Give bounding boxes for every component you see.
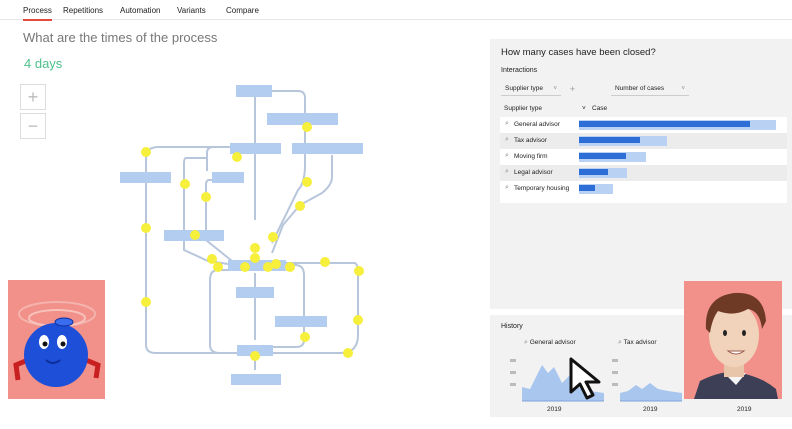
zoom-out-button[interactable]: − [20, 113, 46, 139]
cases-table: ⌕ General advisor ⌕ Tax advisor ⌕ Moving firm… [500, 117, 787, 203]
chevron-down-icon: ˅ [553, 86, 557, 92]
history-card-general-advisor[interactable]: ⌕ General advisor [524, 339, 576, 347]
zoom-in-button[interactable]: + [20, 84, 46, 110]
search-icon[interactable]: ⌕ [505, 152, 509, 159]
history-sparkline-tax [612, 359, 682, 402]
search-icon[interactable]: ⌕ [505, 168, 509, 175]
row-label: Tax advisor [514, 137, 547, 144]
tab-process[interactable]: Process [23, 6, 52, 21]
table-row[interactable]: ⌕ Legal advisor [500, 165, 787, 181]
table-row[interactable]: ⌕ Tax advisor [500, 133, 787, 149]
column-header-supplier-type[interactable]: Supplier type [504, 105, 542, 112]
flow-node[interactable] [236, 287, 274, 298]
history-card-label: Tax advisor [623, 339, 657, 346]
flow-node[interactable] [292, 143, 363, 154]
plus-icon: + [27, 87, 39, 107]
table-row[interactable]: ⌕ General advisor [500, 117, 787, 133]
bar-closed [579, 137, 641, 143]
tab-repetitions[interactable]: Repetitions [63, 6, 104, 15]
flow-node[interactable] [236, 85, 272, 97]
question-title: What are the times of the process [23, 30, 218, 45]
bar-closed [579, 185, 596, 191]
supplier-type-filter[interactable]: Supplier type ˅ + [501, 82, 575, 96]
minus-icon: − [27, 116, 39, 136]
history-card-tax-advisor[interactable]: ⌕ Tax advisor [618, 339, 657, 347]
tab-bar: Process Repetitions Automation Variants … [0, 0, 792, 21]
history-year: 2019 [547, 406, 562, 413]
flow-node[interactable] [212, 172, 244, 183]
sort-icon[interactable]: ˅ [582, 105, 586, 112]
plus-icon[interactable]: + [569, 84, 575, 94]
flow-node[interactable] [231, 374, 281, 385]
process-flow-diagram[interactable] [100, 75, 375, 390]
flow-dots [141, 122, 364, 361]
flow-nodes [120, 85, 363, 385]
search-icon[interactable]: ⌕ [505, 136, 509, 143]
search-icon: ⌕ [618, 339, 622, 346]
history-year: 2019 [643, 406, 658, 413]
flow-node[interactable] [120, 172, 171, 183]
column-header-case[interactable]: Case [592, 105, 608, 112]
robot-avatar [8, 280, 105, 399]
row-label: Temporary housing [514, 185, 570, 192]
flow-node[interactable] [237, 345, 273, 356]
flow-node[interactable] [230, 143, 281, 154]
filter-label: Supplier type [505, 85, 543, 92]
filter-label: Number of cases [615, 85, 665, 92]
chevron-down-icon: ˅ [681, 86, 685, 92]
flow-node[interactable] [267, 113, 338, 125]
number-of-cases-filter[interactable]: Number of cases ˅ [611, 82, 689, 96]
tab-variants[interactable]: Variants [177, 6, 206, 15]
bar-closed [579, 153, 626, 159]
history-card-label: General advisor [529, 339, 576, 346]
flow-node[interactable] [275, 316, 327, 327]
row-label: Legal advisor [514, 169, 553, 176]
bar-closed [579, 121, 751, 127]
panel-subtitle: Interactions [501, 67, 538, 74]
tab-compare[interactable]: Compare [226, 6, 259, 15]
tab-automation[interactable]: Automation [120, 6, 161, 15]
bar-total [579, 184, 613, 194]
table-row[interactable]: ⌕ Moving firm [500, 149, 787, 165]
search-icon: ⌕ [524, 339, 528, 346]
flow-node[interactable] [228, 260, 286, 271]
row-label: Moving firm [514, 153, 548, 160]
person-avatar [684, 281, 782, 399]
cursor-icon [569, 357, 601, 400]
table-row[interactable]: ⌕ Temporary housing [500, 181, 787, 197]
search-icon[interactable]: ⌕ [505, 120, 509, 127]
closed-cases-panel: How many cases have been closed? Interac… [490, 39, 792, 309]
bar-closed [579, 169, 608, 175]
history-title: History [501, 323, 523, 330]
panel-title: How many cases have been closed? [501, 47, 656, 58]
search-icon[interactable]: ⌕ [505, 184, 509, 191]
row-label: General advisor [514, 121, 560, 128]
history-year: 2019 [737, 406, 752, 413]
duration-value: 4 days [24, 56, 63, 71]
